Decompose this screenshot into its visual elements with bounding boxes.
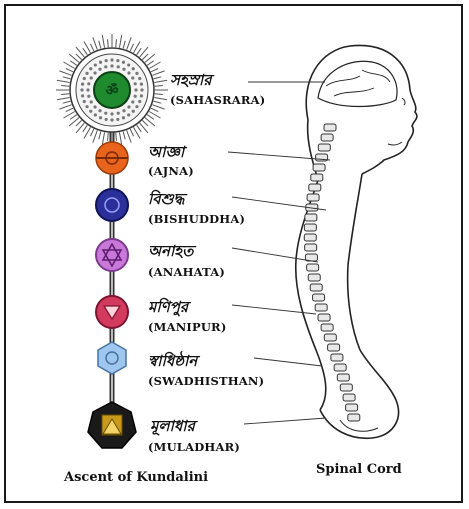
sahasrara-script-label: সহস্রার: [170, 71, 212, 89]
muladhar-script-label: মূলাধার: [150, 417, 195, 435]
swadhisthan-script-label: স্বাধিষ্ঠান: [148, 352, 198, 370]
anahata-script-label: অনাহত: [148, 242, 194, 260]
manipur-script-label: মণিপুর: [148, 298, 189, 316]
ajna-script-label: আজ্ঞা: [148, 143, 185, 161]
ajna-icon: [95, 141, 129, 175]
leader-lines: [227, 81, 331, 425]
swadhisthan-icon: [97, 341, 127, 375]
svg-text:ॐ: ॐ: [106, 82, 119, 99]
bishuddha-label: (BISHUDDHA): [148, 212, 246, 226]
swadhisthan-label: (SWADHISTHAN): [148, 374, 265, 388]
caption-ascent-of-kundalini: Ascent of Kundalini: [64, 470, 209, 485]
manipur-label: (MANIPUR): [148, 320, 227, 334]
anahata-icon: [95, 238, 129, 272]
sahasrara-label: (SAHASRARA): [170, 93, 266, 107]
muladhar-label: (MULADHAR): [148, 440, 240, 454]
ajna-label: (AJNA): [148, 164, 194, 178]
bishuddha-script-label: বিশুদ্ধ: [148, 190, 185, 208]
sahasrara-lotus-icon: ॐ: [56, 34, 168, 146]
bishuddha-icon: [95, 188, 129, 222]
anahata-label: (ANAHATA): [148, 265, 226, 279]
spinal-column-icon: [303, 123, 361, 422]
manipur-icon: [95, 295, 129, 329]
human-spine-figure-icon: [294, 44, 418, 440]
caption-spinal-cord: Spinal Cord: [316, 462, 402, 477]
muladhar-icon: [87, 401, 137, 449]
